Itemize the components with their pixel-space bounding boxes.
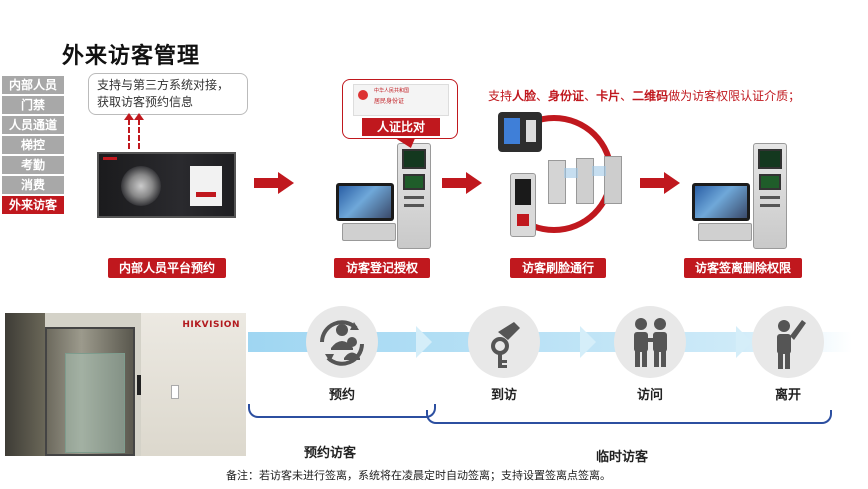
id-check-label: 人证比对 [362, 118, 440, 136]
callout-line-1: 支持与第三方系统对接， [97, 78, 230, 92]
timeline-band [248, 332, 852, 352]
nav-item-access-control[interactable]: 门禁 [2, 96, 64, 114]
support-item-qrcode: 二维码 [632, 89, 669, 103]
bracket-appointment-visitor [248, 404, 436, 418]
support-sep: 、 [536, 89, 549, 103]
flow-arrow-icon [254, 172, 296, 194]
stage-arrival [468, 306, 540, 378]
flow-arrow-icon [640, 172, 682, 194]
stage-label-visit: 访问 [636, 388, 663, 403]
bracket-temporary-visitor [426, 410, 832, 424]
footnote: 备注：若访客未进行签离，系统将在凌晨定时自动签离；支持设置签离点签离。 [226, 469, 611, 482]
person-waving-icon [777, 320, 806, 369]
speed-gate-image [548, 148, 626, 206]
nav-item-consumption[interactable]: 消费 [2, 176, 64, 194]
callout-line-2: 获取访客预约信息 [97, 95, 194, 109]
flow-label-platform-booking: 内部人员平台预约 [108, 258, 226, 278]
two-people-icon [634, 318, 667, 367]
id-card-line-1: 中华人民共和国 [374, 88, 410, 94]
nav-item-personnel-channel[interactable]: 人员通道 [2, 116, 64, 134]
key-hand-icon [491, 322, 520, 368]
platform-screen-image [97, 152, 236, 218]
nav-item-visitors[interactable]: 外来访客 [2, 196, 64, 214]
flow-label-registration: 访客登记授权 [334, 258, 430, 278]
support-item-card: 卡片 [596, 89, 621, 103]
group-label-appointment-visitor: 预约访客 [304, 446, 357, 461]
chevron-right-icon [580, 326, 596, 358]
stage-label-arrival: 到访 [490, 388, 517, 403]
flow-arrow-icon [442, 172, 484, 194]
chevron-right-icon [736, 326, 752, 358]
nav-item-attendance[interactable]: 考勤 [2, 156, 64, 174]
support-item-face: 人脸 [512, 89, 537, 103]
stage-leave [752, 306, 824, 378]
support-sep: 、 [584, 89, 597, 103]
nav-item-elevator-control[interactable]: 梯控 [2, 136, 64, 154]
stage-visit [614, 306, 686, 378]
nav-item-internal-staff[interactable]: 内部人员 [2, 76, 64, 94]
signout-kiosk-image [688, 143, 794, 251]
id-card-line-2: 居民身份证 [374, 98, 405, 105]
support-text: 支持人脸、身份证、卡片、二维码做为访客权限认证介质； [488, 87, 800, 104]
support-sep: 、 [620, 89, 633, 103]
third-party-callout: 支持与第三方系统对接， 获取访客预约信息 [88, 73, 248, 115]
dashed-up-arrow-icon [124, 113, 134, 149]
stage-label-appointment: 预约 [328, 388, 355, 403]
support-suffix: 做为访客权限认证介质； [668, 89, 801, 103]
page-title: 外来访客管理 [62, 44, 201, 69]
chevron-right-icon [416, 326, 432, 358]
support-prefix: 支持 [488, 89, 513, 103]
stage-appointment [306, 306, 378, 378]
flow-label-face-pass: 访客刷脸通行 [510, 258, 606, 278]
group-label-temporary-visitor: 临时访客 [596, 450, 649, 465]
flow-label-signout: 访客签离删除权限 [684, 258, 802, 278]
national-emblem-icon [358, 90, 368, 100]
face-terminal-image [498, 112, 542, 152]
side-nav: 内部人员 门禁 人员通道 梯控 考勤 消费 外来访客 [2, 76, 64, 216]
appointment-cycle-icon [320, 320, 364, 366]
stage-label-leave: 离开 [774, 388, 801, 403]
id-card-image: 中华人民共和国 居民身份证 [353, 84, 449, 116]
entrance-photo: HIKVISION [5, 313, 246, 456]
face-panel-image [510, 173, 536, 237]
photo-brand-logo: HIKVISION [182, 320, 240, 330]
support-item-id-card: 身份证 [548, 89, 585, 103]
registration-kiosk-image [332, 143, 438, 251]
id-check-callout: 中华人民共和国 居民身份证 人证比对 [342, 79, 458, 139]
dashed-up-arrow-icon [134, 113, 144, 149]
